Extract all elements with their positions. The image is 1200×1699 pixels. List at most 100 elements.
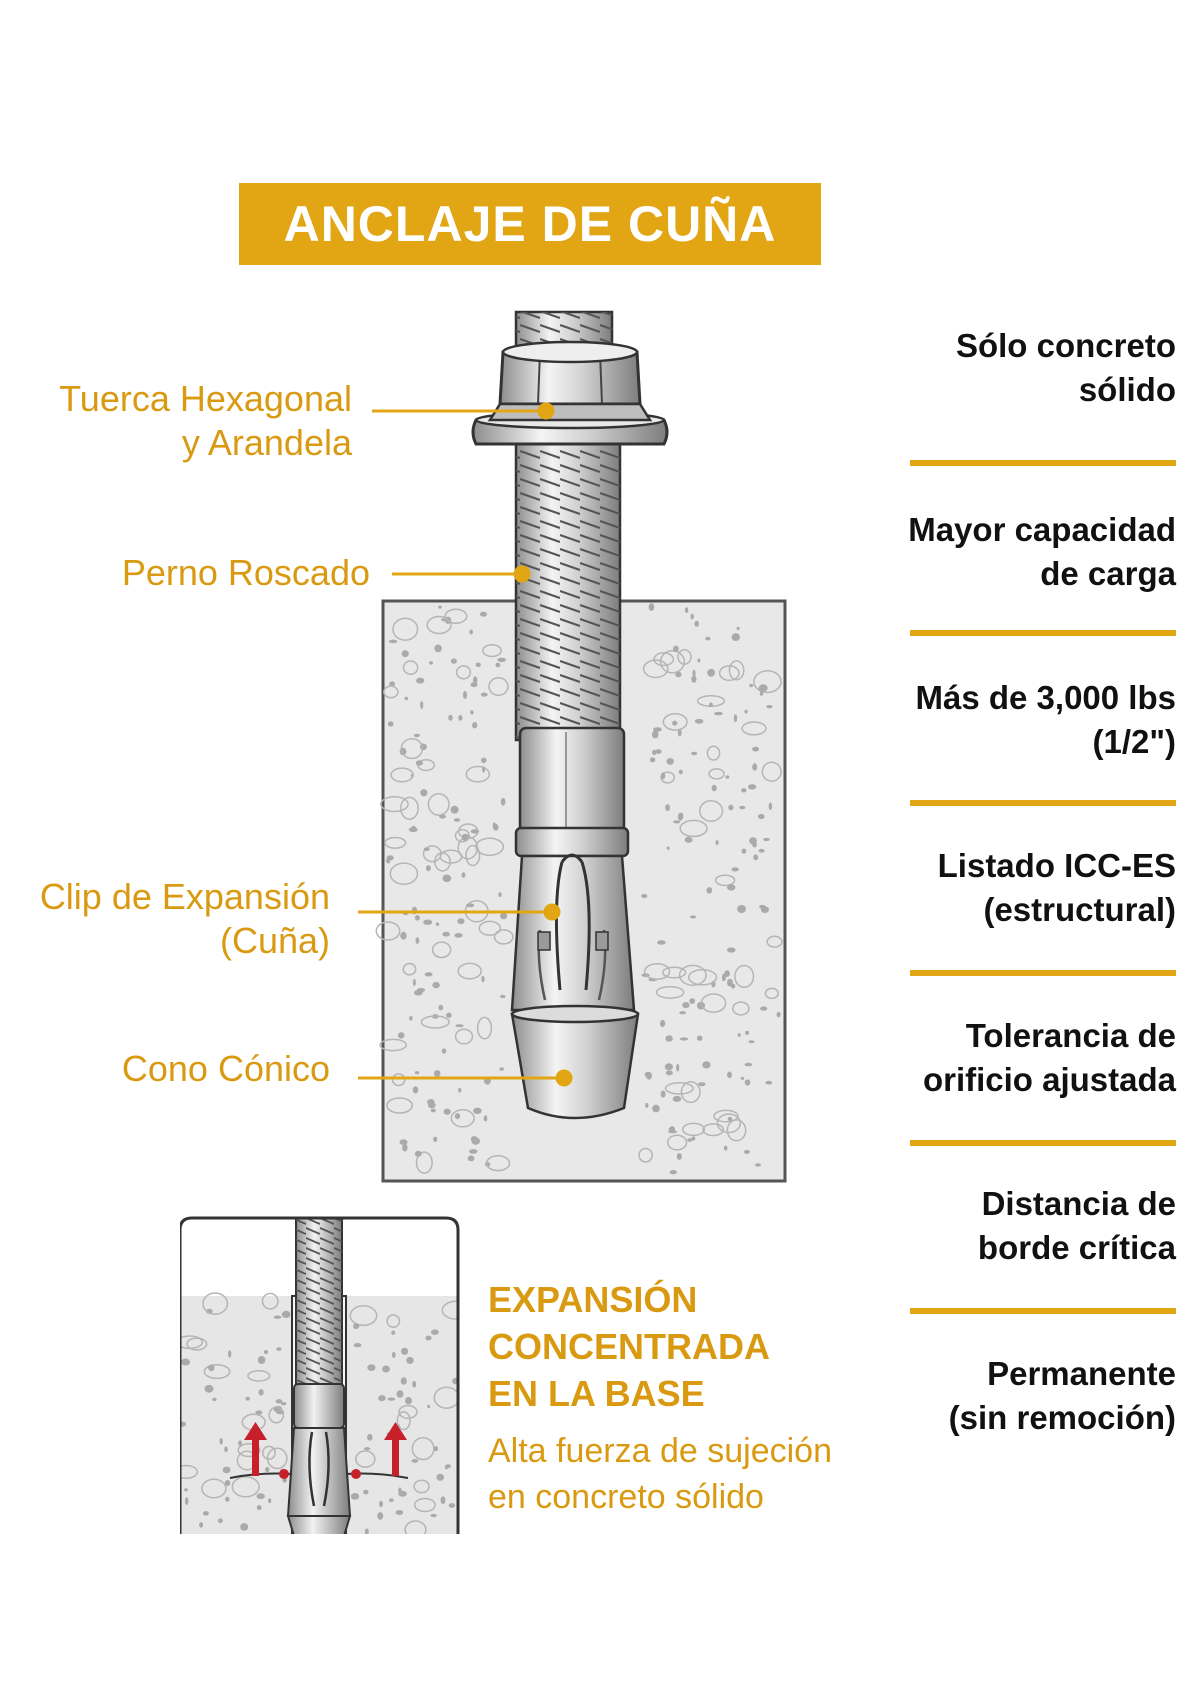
aggregate-speck bbox=[180, 1335, 204, 1350]
aggregate-speck bbox=[752, 763, 758, 771]
aggregate-speck bbox=[367, 1433, 373, 1441]
aggregate-speck bbox=[721, 973, 726, 982]
aggregate-speck bbox=[441, 1300, 458, 1320]
aggregate-speck bbox=[664, 1063, 674, 1071]
expansion-clip bbox=[510, 853, 636, 1012]
aggregate-speck bbox=[678, 769, 683, 775]
aggregate-speck bbox=[646, 1071, 652, 1080]
aggregate-speck bbox=[690, 915, 697, 919]
aggregate-speck bbox=[219, 1438, 223, 1445]
aggregate-speck bbox=[432, 981, 440, 989]
feature-line: (sin remoción) bbox=[948, 1399, 1176, 1436]
aggregate-speck bbox=[499, 1067, 504, 1071]
aggregate-speck bbox=[436, 1473, 445, 1481]
aggregate-speck bbox=[363, 1447, 371, 1451]
aggregate-speck bbox=[404, 696, 409, 701]
aggregate-speck bbox=[268, 1498, 272, 1504]
aggregate-speck bbox=[661, 772, 666, 780]
aggregate-speck bbox=[763, 837, 770, 842]
aggregate-speck bbox=[257, 1356, 266, 1364]
aggregate-speck bbox=[723, 1145, 728, 1151]
callout-bolt-line-1: Perno Roscado bbox=[121, 552, 370, 593]
aggregate-speck bbox=[697, 658, 701, 663]
aggregate-speck bbox=[386, 1314, 401, 1328]
aggregate-speck bbox=[664, 1082, 694, 1095]
aggregate-speck bbox=[402, 660, 419, 675]
aggregate-speck bbox=[425, 1335, 432, 1341]
aggregate-speck bbox=[454, 1028, 474, 1045]
aggregate-speck bbox=[275, 1399, 283, 1404]
aggregate-speck bbox=[748, 1040, 755, 1044]
aggregate-speck bbox=[662, 966, 687, 979]
aggregate-speck bbox=[392, 1351, 396, 1358]
aggregate-speck bbox=[702, 1123, 725, 1137]
detail-heading-line-1: EXPANSIÓN bbox=[488, 1279, 698, 1320]
aggregate-speck bbox=[266, 1447, 288, 1470]
aggregate-speck bbox=[350, 1493, 360, 1500]
aggregate-speck bbox=[448, 1503, 456, 1508]
feature-divider bbox=[910, 630, 1176, 636]
feature-divider bbox=[910, 1140, 1176, 1146]
aggregate-speck bbox=[691, 751, 698, 756]
aggregate-speck bbox=[694, 718, 704, 724]
feature-permanent: Permanente (sin remoción) bbox=[876, 1352, 1176, 1440]
aggregate-speck bbox=[448, 714, 453, 721]
aggregate-speck bbox=[743, 1149, 750, 1154]
aggregate-speck bbox=[669, 1170, 677, 1175]
callout-nut: Tuerca Hexagonal y Arandela bbox=[40, 377, 352, 465]
aggregate-speck bbox=[430, 1108, 436, 1113]
aggregate-speck bbox=[401, 1347, 409, 1355]
feature-line: sólido bbox=[1078, 371, 1176, 408]
aggregate-speck bbox=[416, 988, 426, 993]
aggregate-speck bbox=[500, 912, 508, 920]
aggregate-speck bbox=[386, 855, 394, 861]
aggregate-speck bbox=[469, 629, 473, 635]
aggregate-speck bbox=[748, 784, 757, 790]
aggregate-speck bbox=[687, 969, 718, 986]
aggregate-speck bbox=[752, 841, 757, 848]
feature-load-capacity: Mayor capacidad de carga bbox=[876, 508, 1176, 596]
aggregate-speck bbox=[483, 1115, 488, 1122]
aggregate-speck bbox=[420, 789, 428, 797]
aggregate-speck bbox=[414, 1150, 422, 1157]
aggregate-speck bbox=[709, 702, 713, 707]
aggregate-speck bbox=[186, 1337, 208, 1351]
aggregate-speck bbox=[415, 760, 423, 766]
aggregate-speck bbox=[727, 947, 736, 953]
aggregate-speck bbox=[673, 820, 681, 824]
aggregate-speck bbox=[400, 796, 419, 820]
aggregate-speck bbox=[690, 613, 694, 620]
aggregate-speck bbox=[406, 1356, 414, 1364]
aggregate-speck bbox=[480, 692, 488, 697]
aggregate-speck bbox=[402, 1143, 408, 1152]
aggregate-speck bbox=[682, 1002, 690, 1009]
aggregate-speck bbox=[679, 1037, 689, 1041]
aggregate-speck bbox=[457, 918, 465, 925]
aggregate-speck bbox=[758, 848, 765, 853]
aggregate-speck bbox=[705, 636, 711, 641]
aggregate-speck bbox=[461, 872, 466, 878]
aggregate-speck bbox=[711, 784, 717, 792]
threaded-bolt bbox=[514, 310, 622, 742]
aggregate-speck bbox=[414, 915, 420, 921]
feature-line: Tolerancia de bbox=[965, 1017, 1176, 1054]
aggregate-speck bbox=[766, 705, 773, 709]
aggregate-speck bbox=[764, 987, 779, 1000]
feature-line: Más de 3,000 lbs bbox=[915, 679, 1176, 716]
aggregate-speck bbox=[481, 757, 487, 764]
aggregate-speck bbox=[500, 994, 506, 999]
feature-line: orificio ajustada bbox=[922, 1061, 1176, 1098]
feature-line: Permanente bbox=[987, 1355, 1176, 1392]
aggregate-speck bbox=[470, 829, 480, 834]
aggregate-speck bbox=[741, 721, 767, 736]
aggregate-speck bbox=[180, 1421, 187, 1427]
aggregate-speck bbox=[696, 1035, 703, 1041]
aggregate-speck bbox=[377, 1512, 384, 1520]
callout-leaders bbox=[358, 402, 573, 1087]
aggregate-speck bbox=[469, 1149, 478, 1154]
aggregate-speck bbox=[222, 1466, 231, 1474]
aggregate-speck bbox=[389, 862, 419, 886]
callout-clip-line-1: Clip de Expansión bbox=[39, 876, 330, 917]
aggregate-speck bbox=[758, 684, 768, 692]
aggregate-speck bbox=[255, 1410, 263, 1415]
